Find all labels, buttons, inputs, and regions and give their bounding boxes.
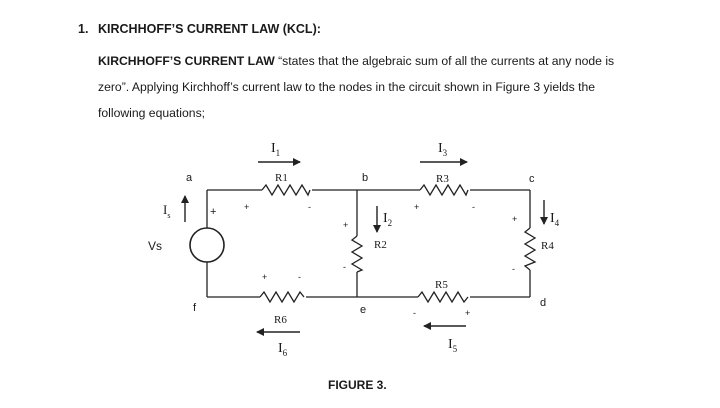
paragraph-text-1: “states that the algebraic sum of all th…	[274, 54, 615, 68]
section-number: 1.	[78, 22, 89, 36]
resistor-r5	[417, 290, 469, 304]
current-i5-label: I5	[448, 337, 458, 354]
polarity-r6-minus: -	[298, 272, 301, 282]
polarity-r5-minus: -	[413, 308, 416, 318]
node-d: d	[540, 297, 546, 309]
paragraph-line-2: zero”. Applying Kirchhoff’s current law …	[98, 80, 596, 94]
polarity-r3-plus: +	[414, 202, 419, 212]
node-c: c	[529, 173, 535, 185]
voltage-source	[189, 227, 225, 263]
section-title: KIRCHHOFF’S CURRENT LAW (KCL):	[98, 22, 321, 36]
current-i2-label: I2	[383, 211, 392, 228]
node-a: a	[186, 172, 193, 184]
current-i4-label: I4	[550, 211, 560, 228]
polarity-r2-plus: +	[343, 220, 348, 230]
polarity-r3-minus: -	[472, 202, 475, 212]
polarity-r4-minus: -	[512, 264, 515, 274]
circuit-wires	[206, 189, 531, 298]
kcl-paragraph: KIRCHHOFF’S CURRENT LAW “states that the…	[98, 48, 670, 126]
resistor-r1	[261, 183, 311, 197]
paragraph-line-1: KIRCHHOFF’S CURRENT LAW “states that the…	[98, 48, 670, 74]
node-b: b	[362, 172, 368, 184]
polarity-source-plus: +	[210, 206, 216, 218]
resistor-r6	[259, 290, 305, 304]
resistor-r3	[419, 183, 469, 197]
polarity-r5-plus: +	[465, 308, 470, 318]
paragraph-line-3: following equations;	[98, 106, 206, 120]
polarity-r6-plus: +	[262, 272, 267, 282]
node-f: f	[193, 302, 197, 314]
section-heading: 1. KIRCHHOFF’S CURRENT LAW (KCL):	[78, 22, 321, 36]
polarity-r1-minus: -	[308, 202, 311, 212]
source-label: Vs	[148, 239, 162, 253]
current-i1-label: I1	[271, 141, 280, 158]
current-i6-label: I6	[278, 341, 288, 358]
polarity-r2-minus: -	[343, 262, 346, 272]
figure-caption: FIGURE 3.	[328, 378, 387, 392]
kcl-term: KIRCHHOFF’S CURRENT LAW	[98, 54, 275, 68]
current-is-label: Is	[163, 202, 170, 220]
resistor-r4-label: R4	[541, 240, 554, 252]
resistor-r4	[523, 227, 537, 271]
resistor-r1-label: R1	[275, 172, 288, 184]
resistor-r5-label: R5	[435, 279, 448, 291]
resistor-r2-label: R2	[374, 239, 387, 251]
polarity-r1-plus: +	[244, 202, 249, 212]
polarity-r4-plus: +	[512, 214, 517, 224]
resistor-r2	[350, 235, 364, 273]
current-i3-label: I3	[438, 141, 448, 158]
node-e: e	[360, 304, 366, 316]
resistor-r6-label: R6	[274, 314, 287, 326]
resistor-r3-label: R3	[436, 173, 449, 185]
